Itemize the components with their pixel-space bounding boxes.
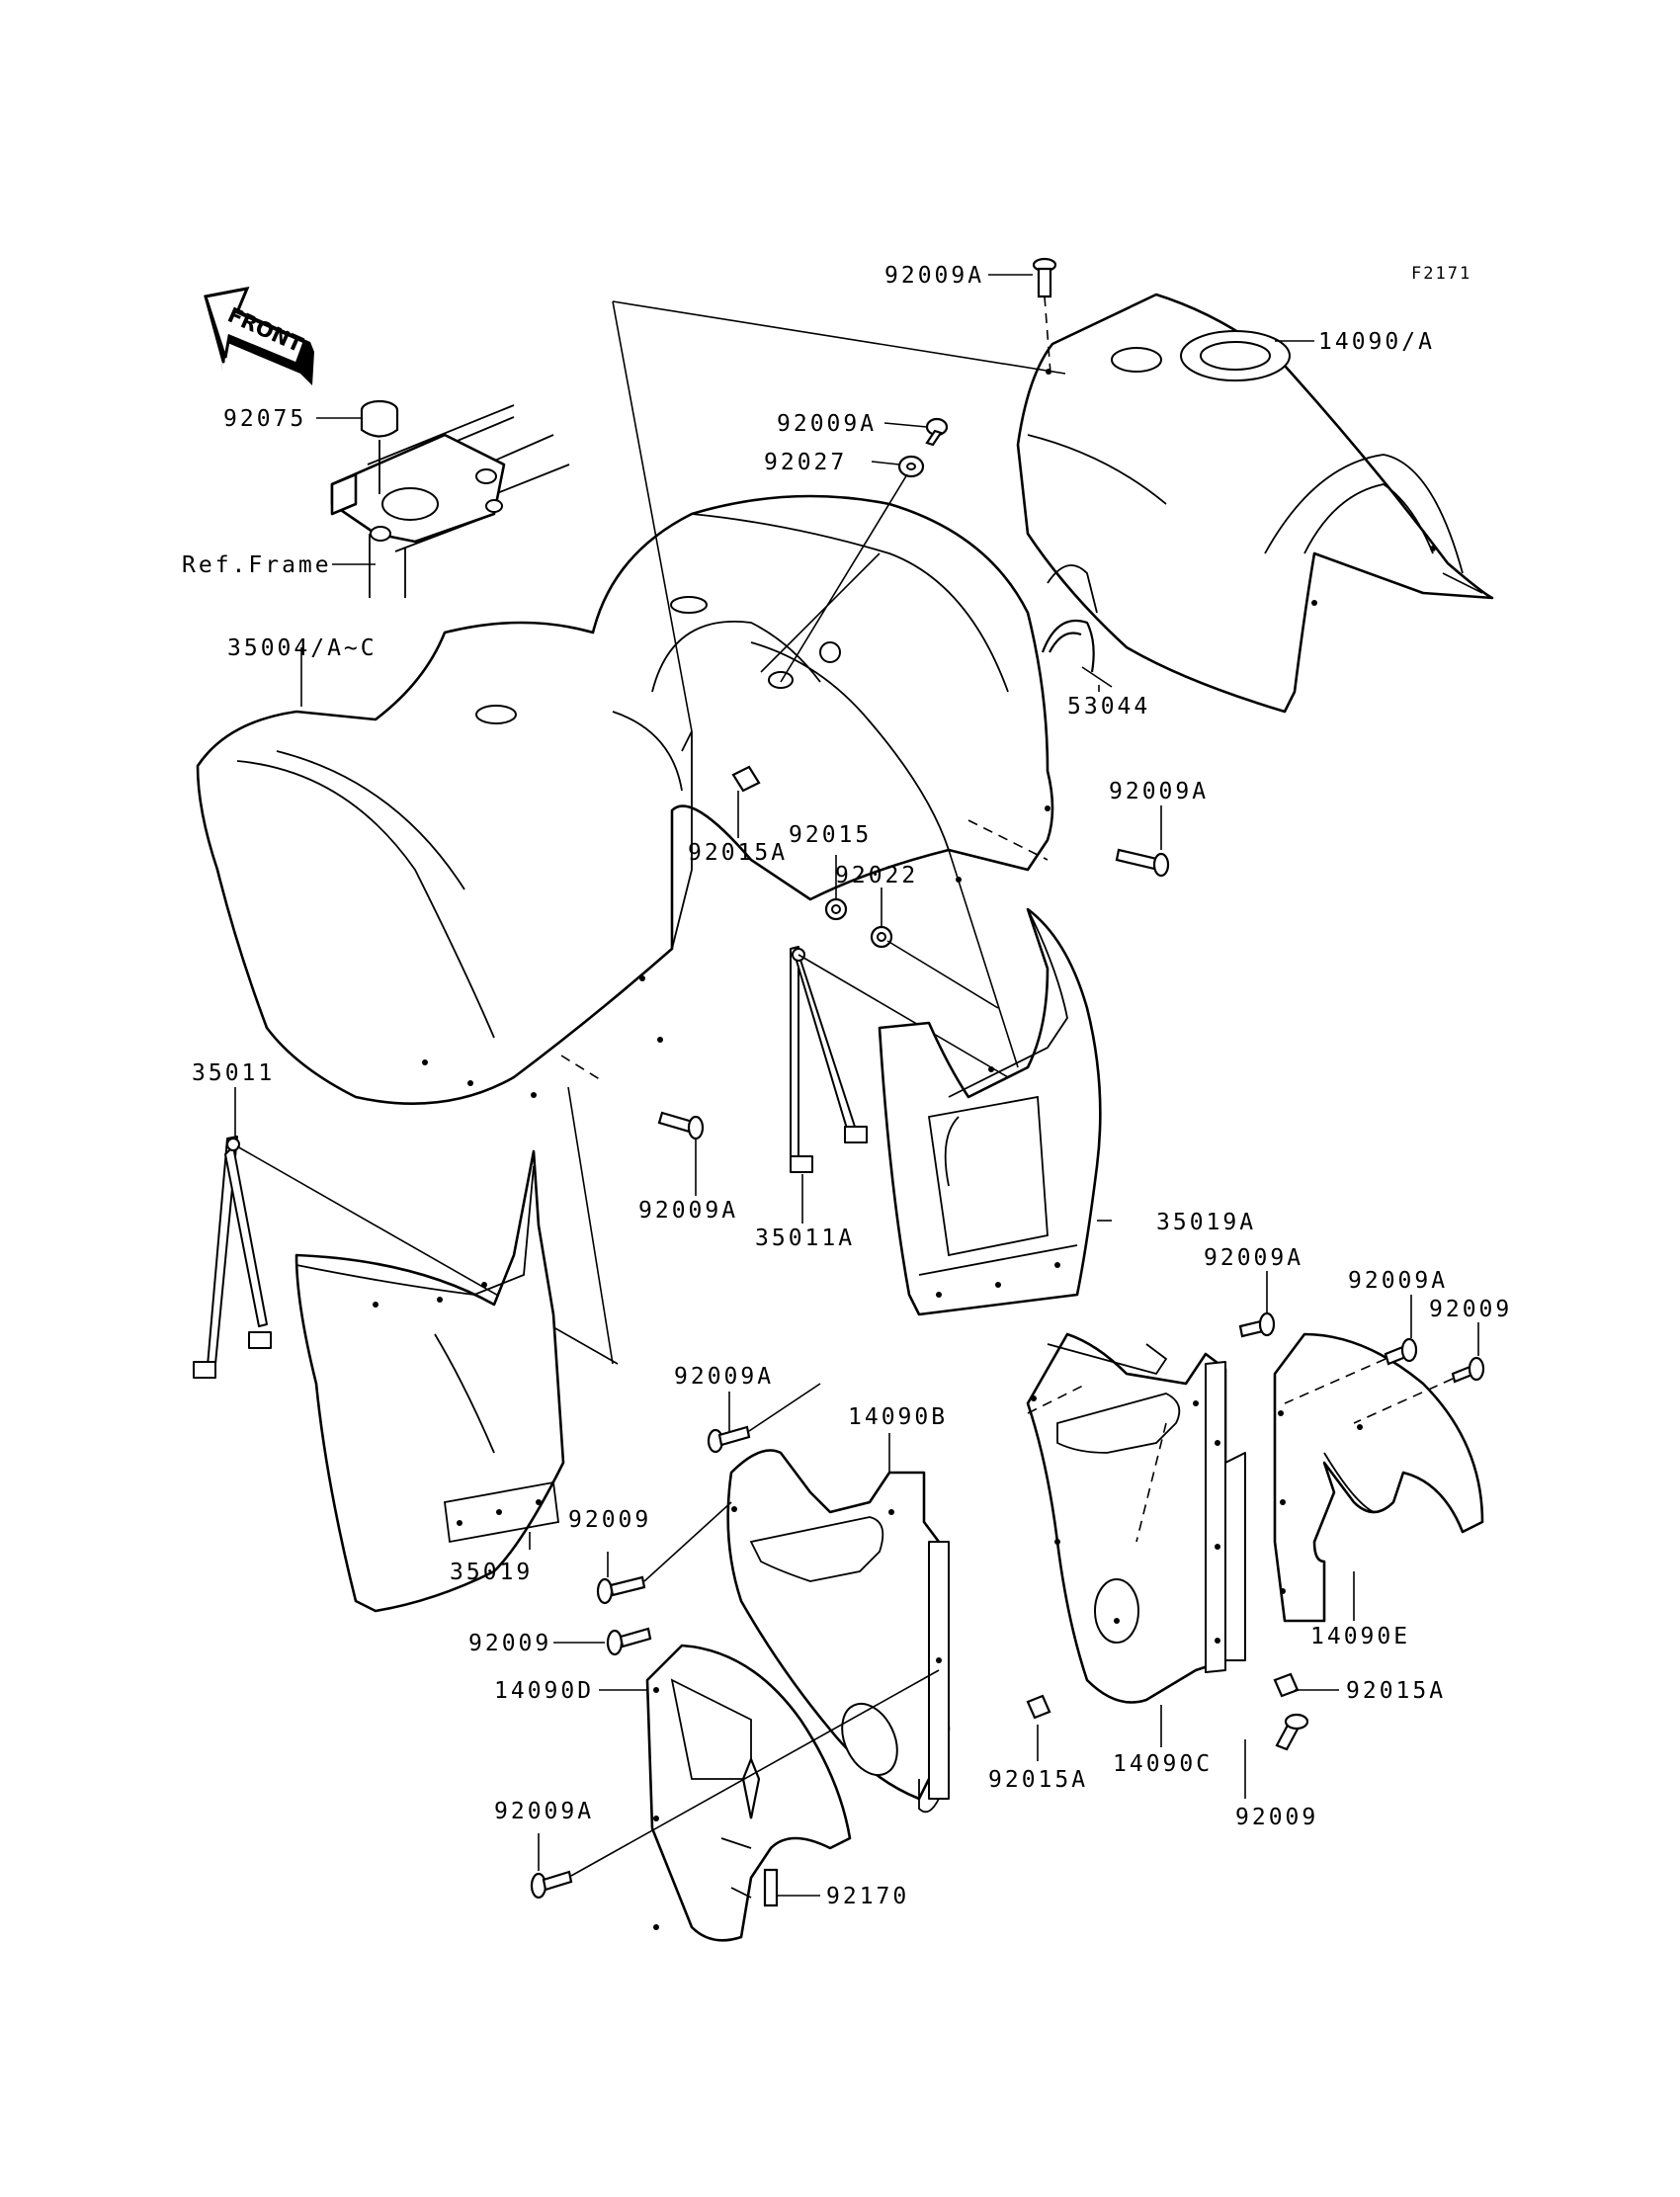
bolt-92009a-left [657,1111,705,1141]
washer-92027 [780,455,925,683]
grommet-92075 [360,399,399,494]
label-35019a: 35019A [1156,1210,1256,1235]
front-arrow: FRONT [204,287,314,385]
part-14090b [726,1449,951,1814]
label-53044: 53044 [1067,694,1150,719]
label-92015a-r: 92015A [1346,1678,1446,1704]
label-ref-frame: Ref.Frame [182,552,332,578]
washer-92022 [870,925,999,1009]
clip-53044 [1041,619,1113,688]
nut-92015 [824,897,848,921]
bolt-92009a-top [1032,257,1057,375]
label-14090d: 14090D [494,1678,594,1704]
bracket-35011a [790,946,1009,1173]
label-14090c: 14090C [1113,1751,1213,1777]
label-92170: 92170 [826,1884,909,1909]
label-35019: 35019 [450,1560,533,1585]
label-35011a: 35011A [755,1225,855,1251]
label-92009a-left: 92009A [638,1198,738,1224]
part-14090d [645,1644,852,1942]
label-14090b: 14090B [848,1404,948,1430]
label-35011: 35011 [192,1060,275,1086]
clip-92015a-b [1026,1694,1051,1720]
label-leaders [234,274,1479,1897]
screw-92009-c3 [1353,1356,1485,1424]
label-92009-r: 92009 [1235,1805,1318,1830]
bolt-92009-r [1275,1713,1309,1751]
label-92022: 92022 [835,863,918,888]
label-92015a-mid: 92015A [688,840,788,866]
label-92015: 92015 [789,822,872,848]
label-92009-c3: 92009 [1429,1297,1512,1322]
bolt-92009a-right [1115,848,1170,878]
label-92009a-mid: 92009A [777,411,877,437]
label-92075: 92075 [223,406,306,432]
bolt-92009a-b1 [707,1383,821,1454]
bolt-92009a-c1 [1238,1311,1276,1338]
label-92027: 92027 [764,450,847,475]
label-92015a-b: 92015A [988,1767,1088,1793]
figure-code: F2171 [1411,264,1471,284]
label-14090e: 14090E [1310,1624,1410,1649]
part-14090e [1224,1332,1484,1661]
clip-92015a-r [1273,1672,1300,1698]
screw-92009-b3 [606,1627,652,1656]
label-92009a-top: 92009A [884,263,984,289]
part-35004-fender [196,494,1054,1105]
label-92009a-right: 92009A [1109,779,1209,804]
bolt-92009a-b4 [530,1669,940,1900]
screw-92009-b2 [596,1501,732,1605]
label-92009-b2: 92009 [568,1507,651,1533]
part-14090c [1026,1332,1227,1704]
ref-frame [330,404,570,598]
clip-92015a-mid [731,765,761,793]
label-92009a-c1: 92009A [1204,1245,1303,1271]
screw-92009a-mid [925,417,949,447]
label-92009-b3: 92009 [468,1631,551,1656]
part-35019 [294,1149,565,1613]
part-35019a [878,907,1102,1316]
part-labels: 92009A 14090/A 92075 92009A 92027 Ref.Fr… [182,263,1512,1909]
label-92009a-b4: 92009A [494,1799,594,1824]
pin-92170 [763,1868,779,1907]
label-92009a-b1: 92009A [674,1364,774,1390]
bolt-92009a-c2 [1284,1337,1418,1404]
label-92009a-c2: 92009A [1348,1268,1448,1294]
projection-lines [567,300,1066,1365]
label-14090-a: 14090/A [1318,329,1435,355]
part-14090-a [1016,293,1494,714]
label-35004: 35004/A~C [227,635,378,661]
